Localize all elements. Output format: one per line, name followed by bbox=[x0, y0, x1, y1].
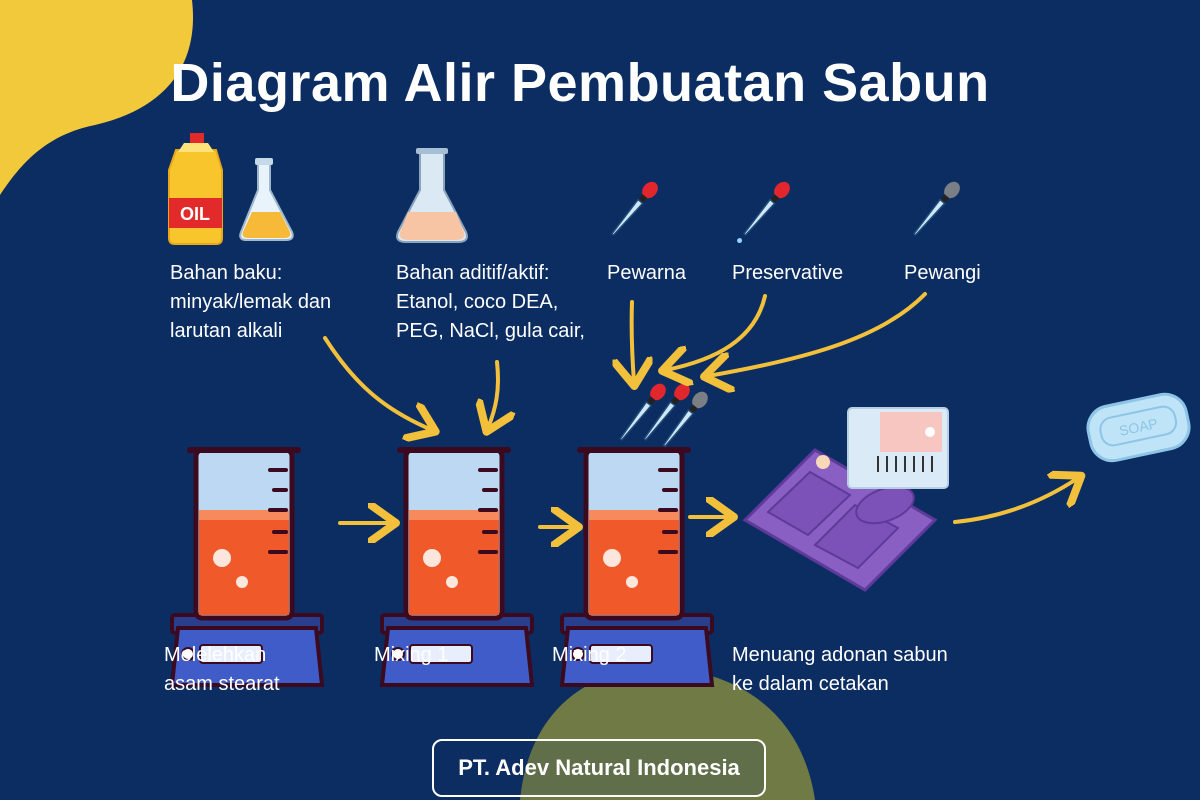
colorant-dropper-icon bbox=[610, 181, 658, 237]
yellow-blob-shape bbox=[0, 0, 194, 195]
oil-bottle-icon: OIL bbox=[168, 133, 223, 245]
label-step-mixing2: Mixing 2 bbox=[552, 644, 627, 666]
arrow-additive-to-mixing1 bbox=[488, 360, 498, 428]
label-step-pouring: Menuang adonan sabun ke dalam cetakan bbox=[732, 644, 948, 695]
large-flask-icon bbox=[396, 148, 468, 243]
label-raw-material: Bahan baku: minyak/lemak dan larutan alk… bbox=[170, 262, 332, 342]
label-fragrance: Pewangi bbox=[904, 262, 981, 284]
preservative-dropper-icon bbox=[737, 181, 790, 244]
page-title: Diagram Alir Pembuatan Sabun bbox=[170, 53, 990, 113]
soap-bar-text: SOAP bbox=[1118, 415, 1159, 439]
arrow-colorant-to-mixing2 bbox=[632, 300, 634, 382]
soap-bar-icon: SOAP bbox=[1086, 392, 1191, 463]
company-badge: PT. Adev Natural Indonesia bbox=[432, 739, 766, 797]
label-additives: Bahan aditif/aktif: Etanol, coco DEA, PE… bbox=[396, 262, 585, 342]
dropper-cluster-icon bbox=[619, 383, 708, 448]
fragrance-dropper-icon bbox=[912, 181, 960, 237]
soap-mold-icon bbox=[742, 407, 949, 592]
small-flask-icon bbox=[239, 158, 294, 241]
label-step-melting: Melelehkan asam stearat bbox=[164, 644, 280, 695]
arrow-preservative-to-mixing2 bbox=[666, 294, 767, 370]
label-preservative: Preservative bbox=[732, 262, 844, 284]
arrow-raw-to-mixing1 bbox=[323, 336, 432, 430]
arrow-fragrance-to-mixing2 bbox=[708, 292, 927, 376]
olive-blob-shape bbox=[520, 667, 815, 800]
arrow-mold-to-soap bbox=[953, 478, 1078, 524]
oil-label-text: OIL bbox=[180, 204, 210, 224]
label-step-mixing1: Mixing 1 bbox=[374, 644, 449, 666]
label-colorant: Pewarna bbox=[607, 262, 686, 284]
